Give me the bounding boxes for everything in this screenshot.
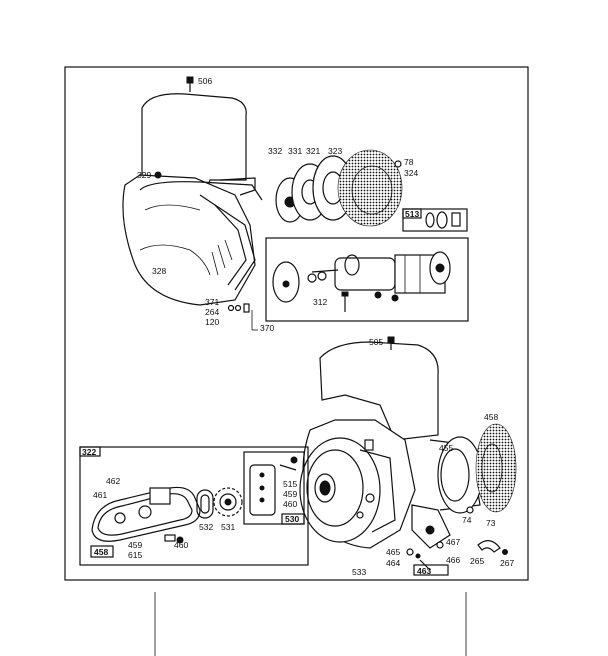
part-label-462: 462 <box>106 476 120 486</box>
part-label-532: 532 <box>199 522 213 532</box>
part-label-370: 370 <box>260 323 274 333</box>
part-label-460a: 460 <box>174 540 188 550</box>
bracket-assembly-463 <box>406 504 451 576</box>
rotating-screen <box>337 149 403 227</box>
part-label-331: 331 <box>288 146 302 156</box>
part-label-458a: 458 <box>484 412 498 422</box>
part-label-74: 74 <box>462 515 472 525</box>
belt-assembly <box>91 486 201 544</box>
sprocket-531 <box>213 487 243 517</box>
part-label-505: 505 <box>369 337 383 347</box>
screw-78 <box>394 160 402 168</box>
box-322 <box>79 446 309 566</box>
part-label-323: 323 <box>328 146 342 156</box>
part-label-463: 463 <box>417 566 431 576</box>
box-530 <box>243 451 305 525</box>
part-label-73: 73 <box>486 518 496 528</box>
starter-assembly-box <box>265 237 469 322</box>
part-label-321: 321 <box>306 146 320 156</box>
part-label-461: 461 <box>93 490 107 500</box>
part-label-515: 515 <box>283 479 297 489</box>
engine-blower-housing <box>299 341 483 549</box>
part-label-533: 533 <box>352 567 366 577</box>
part-label-329: 329 <box>137 170 151 180</box>
part-label-312: 312 <box>313 297 327 307</box>
part-label-264: 264 <box>205 307 219 317</box>
part-label-78: 78 <box>404 157 414 167</box>
screw-506 <box>186 76 194 92</box>
part-label-458b: 458 <box>94 547 108 557</box>
chain-link-532 <box>196 489 214 519</box>
part-label-615: 615 <box>128 550 142 560</box>
part-label-328: 328 <box>152 266 166 276</box>
part-label-466: 466 <box>446 555 460 565</box>
part-label-265: 265 <box>470 556 484 566</box>
screw-329 <box>154 171 162 179</box>
part-label-324: 324 <box>404 168 418 178</box>
part-label-465: 465 <box>386 547 400 557</box>
part-label-267: 267 <box>500 558 514 568</box>
part-label-467: 467 <box>446 537 460 547</box>
part-label-459b: 459 <box>283 489 297 499</box>
diagram-frame <box>64 66 529 581</box>
part-label-513: 513 <box>405 209 419 219</box>
part-label-506: 506 <box>198 76 212 86</box>
screw-505 <box>387 336 395 350</box>
part-label-531: 531 <box>221 522 235 532</box>
screw-74 <box>466 506 474 514</box>
screw-267 <box>502 549 508 555</box>
part-label-322: 322 <box>82 447 96 457</box>
part-label-120: 120 <box>205 317 219 327</box>
part-label-455: 455 <box>439 443 453 453</box>
part-label-464: 464 <box>386 558 400 568</box>
clip-265 <box>477 540 501 553</box>
part-label-371: 371 <box>205 297 219 307</box>
part-label-332: 332 <box>268 146 282 156</box>
small-hardware <box>227 303 258 331</box>
blower-housing <box>122 93 263 306</box>
screen-458 <box>475 423 517 513</box>
box-458-small <box>90 545 114 558</box>
part-label-460b: 460 <box>283 499 297 509</box>
part-label-530: 530 <box>285 514 299 524</box>
part-label-459a: 459 <box>128 540 142 550</box>
box-513 <box>402 208 468 232</box>
